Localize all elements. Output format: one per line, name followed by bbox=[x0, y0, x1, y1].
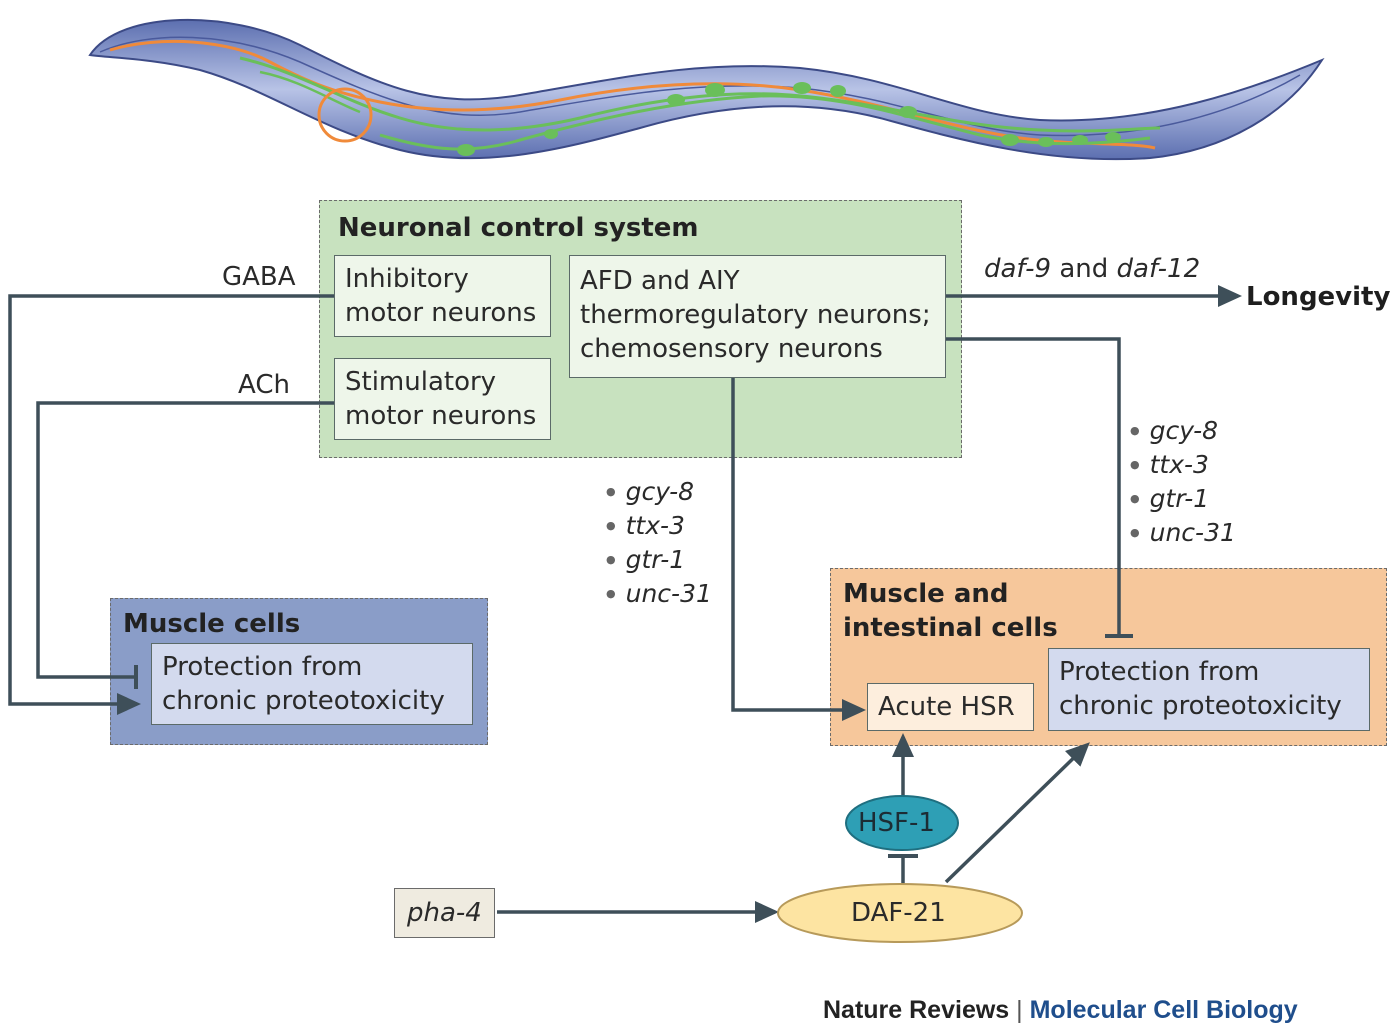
muscle-protection-box: Protection from chronic proteotoxicity bbox=[151, 643, 473, 725]
footer-journal: Nature Reviews bbox=[823, 996, 1010, 1024]
worm-nerve-3 bbox=[259, 70, 361, 114]
stimulatory-motor-neurons-box: Stimulatory motor neurons bbox=[334, 358, 551, 440]
stimulatory-line-2: motor neurons bbox=[345, 401, 537, 431]
worm-nerve-2 bbox=[379, 94, 1151, 151]
worm-inner-line bbox=[99, 36, 1301, 137]
daf21-to-protection-arrow bbox=[944, 742, 1090, 884]
muscle-intestinal-title-2: intestinal cells bbox=[843, 613, 1058, 643]
afd-line-3: chemosensory neurons bbox=[580, 334, 883, 364]
footer-separator: | bbox=[1009, 996, 1030, 1024]
footer-subject: Molecular Cell Biology bbox=[1029, 996, 1298, 1024]
gene-right-1: gcy-8 bbox=[1130, 414, 1236, 448]
stimulatory-line-1: Stimulatory bbox=[345, 367, 497, 397]
mi-protection-line-1: Protection from bbox=[1059, 657, 1260, 687]
afd-aiy-neurons-box: AFD and AIY thermoregulatory neurons; ch… bbox=[569, 255, 946, 378]
gaba-label: GABA bbox=[222, 262, 296, 292]
afd-line-1: AFD and AIY bbox=[580, 266, 740, 296]
afd-line-2: thermoregulatory neurons; bbox=[580, 300, 931, 330]
inhibitory-motor-neurons-box: Inhibitory motor neurons bbox=[334, 255, 551, 337]
hsf1-label: HSF-1 bbox=[858, 808, 935, 838]
worm-neurons bbox=[457, 82, 1121, 156]
muscle-protection-line-2: chronic proteotoxicity bbox=[162, 686, 445, 716]
genes-right-list: gcy-8 ttx-3 gtr-1 unc-31 bbox=[1130, 414, 1236, 550]
gene-left-1: gcy-8 bbox=[606, 475, 712, 509]
daf-and-label: and bbox=[1051, 254, 1117, 284]
gene-left-3: gtr-1 bbox=[606, 543, 712, 577]
worm-nerve-ring bbox=[317, 87, 373, 143]
ach-label: ACh bbox=[238, 370, 290, 400]
daf21-node bbox=[777, 883, 1023, 943]
gene-right-2: ttx-3 bbox=[1130, 448, 1236, 482]
right-inhibit-connector bbox=[946, 337, 1121, 634]
muscle-cells-title: Muscle cells bbox=[123, 609, 301, 639]
mi-protection-box: Protection from chronic proteotoxicity bbox=[1048, 648, 1370, 731]
acute-hsr-label: Acute HSR bbox=[878, 692, 1015, 722]
muscle-intestinal-title-1: Muscle and bbox=[843, 579, 1009, 609]
genes-left-list: gcy-8 ttx-3 gtr-1 unc-31 bbox=[606, 475, 712, 611]
daf12-label: daf-12 bbox=[1116, 254, 1201, 284]
footer-credit: Nature Reviews | Molecular Cell Biology bbox=[823, 993, 1298, 1027]
inhibitory-line-2: motor neurons bbox=[345, 298, 537, 328]
neuronal-control-title: Neuronal control system bbox=[338, 213, 699, 243]
pha4-label: pha-4 bbox=[407, 898, 482, 928]
gaba-connector bbox=[8, 294, 334, 715]
gene-right-3: gtr-1 bbox=[1130, 482, 1236, 516]
mi-protection-line-2: chronic proteotoxicity bbox=[1059, 691, 1342, 721]
gene-left-2: ttx-3 bbox=[606, 509, 712, 543]
inhibitory-line-1: Inhibitory bbox=[345, 264, 469, 294]
hsf1-node bbox=[845, 795, 959, 851]
daf21-label: DAF-21 bbox=[851, 898, 946, 928]
muscle-protection-line-1: Protection from bbox=[162, 652, 363, 682]
acute-hsr-box: Acute HSR bbox=[867, 683, 1034, 731]
daf-genes-label: daf-9 and daf-12 bbox=[984, 252, 1200, 286]
longevity-label: Longevity bbox=[1246, 282, 1391, 312]
ach-connector bbox=[36, 401, 334, 679]
gene-right-4: unc-31 bbox=[1130, 516, 1236, 550]
pha4-box: pha-4 bbox=[394, 888, 495, 938]
gene-left-4: unc-31 bbox=[606, 577, 712, 611]
daf9-label: daf-9 bbox=[984, 254, 1052, 284]
acute-hsr-connector bbox=[731, 378, 866, 721]
